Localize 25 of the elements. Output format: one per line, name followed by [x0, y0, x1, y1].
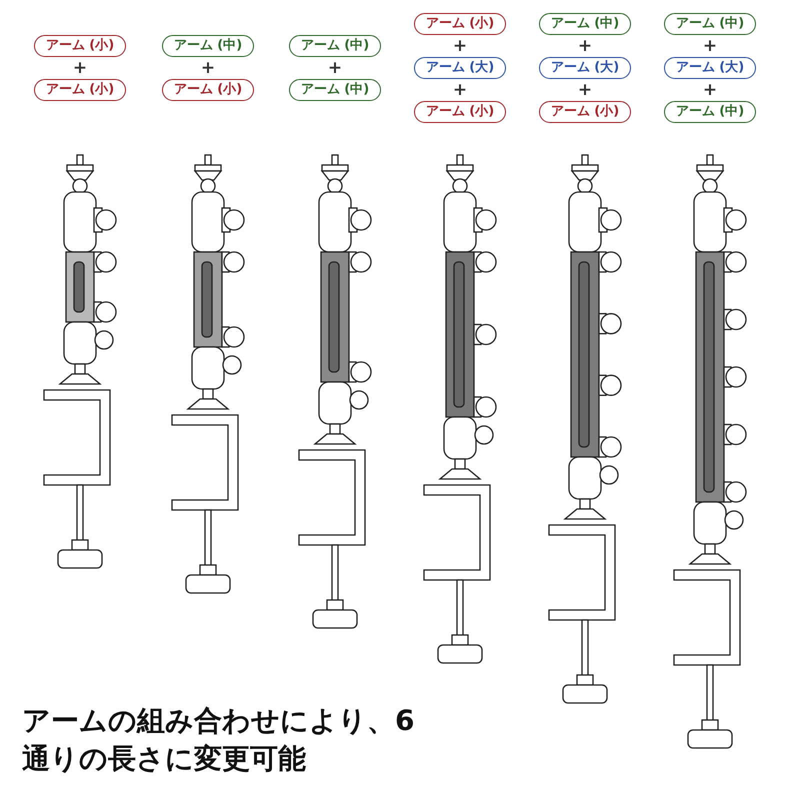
- plus-sign: +: [702, 37, 718, 55]
- plus-sign: +: [72, 59, 88, 77]
- arm-size-tag: アーム (大): [414, 57, 506, 79]
- plus-sign: +: [452, 37, 468, 55]
- plus-sign: +: [576, 81, 594, 99]
- arm-size-tag: アーム (中): [664, 13, 756, 35]
- arm-size-tag: アーム (小): [414, 101, 506, 123]
- arm-size-tag: アーム (小): [34, 79, 126, 101]
- arm-size-tag: アーム (中): [539, 13, 631, 35]
- arm-size-tag: アーム (大): [539, 57, 631, 79]
- arm-size-tag: アーム (中): [289, 35, 381, 57]
- plus-sign: +: [452, 81, 468, 99]
- arm-size-tag: アーム (中): [162, 35, 254, 57]
- caption-text: アームの組み合わせにより、6通りの長さに変更可能: [22, 703, 416, 777]
- arm-size-tag: アーム (中): [664, 101, 756, 123]
- arm-size-tag: アーム (中): [289, 79, 381, 101]
- arm-size-tag: アーム (小): [34, 35, 126, 57]
- plus-sign: +: [326, 59, 344, 77]
- arm-size-tag: アーム (小): [162, 79, 254, 101]
- arm-size-tag: アーム (小): [539, 101, 631, 123]
- arm-size-tag: アーム (小): [414, 13, 506, 35]
- plus-sign: +: [200, 59, 216, 77]
- plus-sign: +: [702, 81, 718, 99]
- plus-sign: +: [576, 37, 594, 55]
- arm-size-tag: アーム (大): [664, 57, 756, 79]
